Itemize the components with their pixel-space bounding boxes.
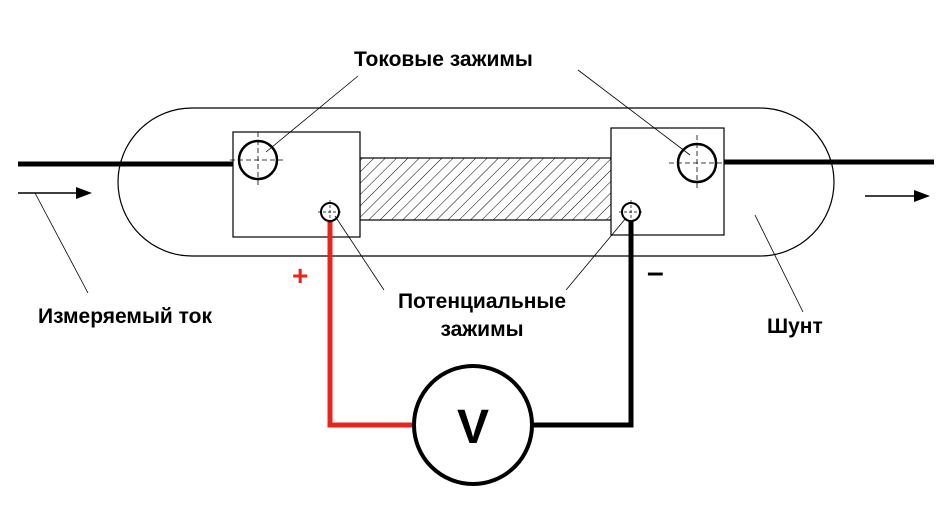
positive-wire xyxy=(327,214,413,428)
label-current-terminals: Токовые зажимы xyxy=(354,48,533,71)
label-measured-current: Измеряемый ток xyxy=(38,305,212,328)
right-potential-terminal xyxy=(619,200,643,224)
input-arrow-icon xyxy=(18,187,92,199)
voltmeter-circle xyxy=(412,364,534,486)
voltmeter-symbol: V xyxy=(457,401,489,454)
minus-sign: – xyxy=(647,256,664,289)
left-potential-terminal xyxy=(318,200,342,224)
negative-wire xyxy=(533,214,634,428)
plus-sign: + xyxy=(292,260,309,291)
shunt-housing xyxy=(117,107,835,257)
label-shunt: Шунт xyxy=(767,315,823,338)
label-potential-terminals-line2: зажимы xyxy=(440,318,524,341)
output-arrow-icon xyxy=(865,190,930,202)
leader-lines xyxy=(34,69,804,313)
label-potential-terminals-line1: Потенциальные xyxy=(397,290,567,313)
resistive-element xyxy=(359,157,613,221)
